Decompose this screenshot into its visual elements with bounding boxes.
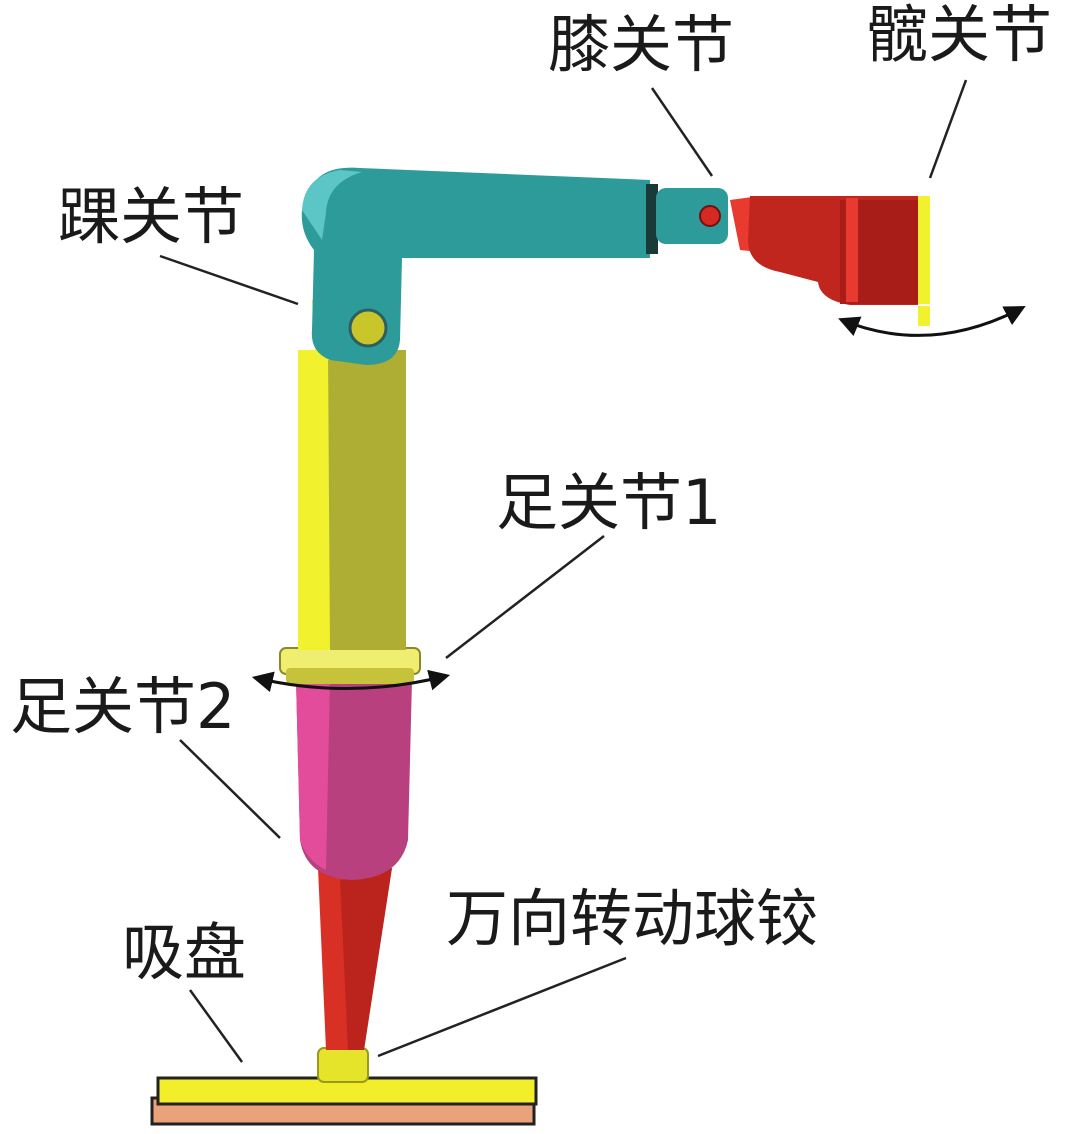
hip-link-part bbox=[730, 196, 930, 326]
ankle-joint-leader bbox=[159, 254, 299, 306]
foot-joint-2-leader bbox=[179, 739, 281, 839]
label-foot-joint-1: 足关节1 bbox=[496, 466, 721, 539]
leader-lines bbox=[159, 79, 968, 1063]
hip-rotation-arrow bbox=[838, 306, 1026, 337]
label-hip-joint: 髋关节 bbox=[866, 0, 1052, 71]
label-universal-ball-joint: 万向转动球铰 bbox=[446, 882, 818, 955]
foot-joint-1-ring bbox=[279, 647, 421, 684]
label-suction-cup: 吸盘 bbox=[122, 916, 246, 989]
foot-rotation-arrow bbox=[251, 669, 451, 693]
label-foot-joint-2: 足关节2 bbox=[10, 670, 235, 743]
knee-link-part bbox=[301, 167, 658, 365]
knee-clevis bbox=[656, 188, 728, 244]
label-ankle-joint: 踝关节 bbox=[58, 180, 244, 253]
knee-joint-pin bbox=[699, 205, 721, 227]
universal-ball-joint-part bbox=[317, 1047, 369, 1083]
ankle-link-part bbox=[298, 300, 406, 650]
suction-cup-part bbox=[150, 1076, 538, 1126]
knee-joint-leader bbox=[650, 87, 714, 177]
universal-ball-joint-leader bbox=[377, 956, 627, 1058]
label-knee-joint: 膝关节 bbox=[548, 8, 734, 81]
foot-link-highlight bbox=[296, 680, 330, 870]
hip-joint-leader bbox=[928, 79, 968, 179]
foot-joint-1-leader bbox=[445, 535, 605, 659]
suction-cup-leader bbox=[188, 989, 244, 1063]
ankle-joint-pin bbox=[348, 308, 388, 348]
lower-rod-shade bbox=[340, 868, 392, 1050]
